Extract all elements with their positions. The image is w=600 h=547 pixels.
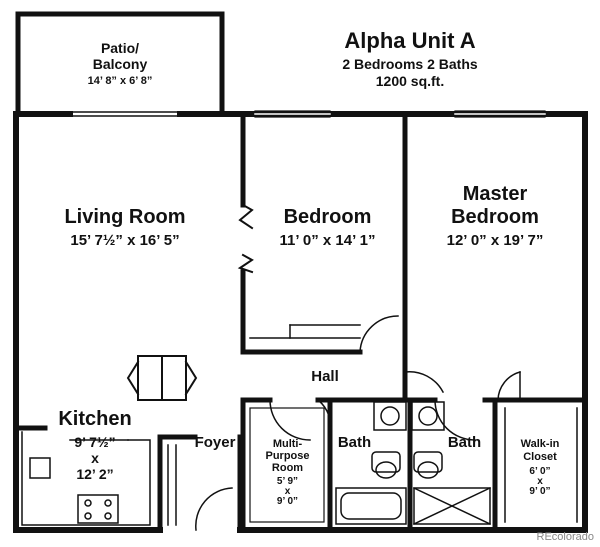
patio-walls	[15, 11, 225, 117]
walk-in-closet-label-1: Walk-in	[520, 438, 560, 450]
living-column	[126, 355, 198, 401]
multipurpose-label-2: Purpose	[265, 450, 310, 462]
walk-in-closet-label-2: Closet	[523, 451, 557, 463]
patio-sliding-door	[69, 111, 181, 117]
foyer-door-swing	[195, 487, 233, 531]
bedroom-label: Bedroom	[283, 206, 372, 228]
multipurpose-label-1: Multi-	[272, 438, 303, 450]
kitchen-label: Kitchen	[58, 408, 132, 430]
walk-in-closet-dims-2: x	[537, 476, 543, 487]
master-door-swing	[404, 371, 445, 394]
bath-door-swing-1	[316, 398, 332, 436]
plan-title: Alpha Unit A	[344, 28, 476, 53]
closet-shelf	[504, 407, 578, 523]
plan-subtitle: 2 Bedrooms 2 Baths	[342, 56, 478, 72]
bath-label-1: Bath	[337, 434, 372, 451]
bath-label-2: Bath	[447, 434, 482, 451]
master-bedroom-label-1: Master	[462, 183, 528, 205]
master-bedroom-label-2: Bedroom	[451, 206, 539, 228]
watermark: REcolorado	[536, 531, 594, 543]
multipurpose-label-3: Room	[271, 462, 304, 474]
plan-area: 1200 sq.ft.	[375, 73, 445, 89]
closet-door-swing	[497, 371, 521, 401]
living-room-label: Living Room	[64, 206, 186, 228]
bedroom-door-swing	[359, 315, 399, 353]
multipurpose-door-swing	[269, 399, 311, 441]
patio-label-2: Balcony	[92, 56, 148, 72]
multipurpose-dims-2: x	[284, 486, 291, 497]
outer-walls	[13, 111, 588, 533]
bedroom-walls	[240, 111, 408, 375]
kitchen-counters	[21, 431, 151, 526]
bedroom-closet	[249, 324, 361, 339]
walk-in-closet-dims-3: 9’ 0”	[529, 486, 551, 497]
bedroom-dims: 11’ 0” x 14’ 1”	[279, 232, 376, 249]
multipurpose-dims-3: 9’ 0”	[276, 496, 299, 507]
hall-label: Hall	[311, 368, 339, 385]
bath-door-swing-2	[434, 399, 476, 441]
master-bedroom-dims: 12’ 0” x 19’ 7”	[446, 232, 544, 249]
bedroom-door-zigzag	[237, 203, 254, 274]
kitchen-dims-2: x	[91, 450, 99, 466]
kitchen-dims-3: 12’ 2”	[76, 466, 114, 482]
kitchen-dims-1: 9’ 7½”	[74, 434, 116, 450]
living-room-dims: 15’ 7½” x 16’ 5”	[70, 232, 180, 249]
walk-in-closet-dims-1: 6’ 0”	[529, 466, 551, 477]
foyer-label: Foyer	[194, 434, 236, 451]
bath-fixtures	[335, 401, 491, 525]
multipurpose-dims-1: 5’ 9”	[276, 476, 299, 487]
patio-dims: 14’ 8” x 6’ 8”	[87, 75, 153, 87]
kitchen-walls	[13, 425, 243, 533]
foyer-closet	[167, 444, 177, 526]
patio-label-1: Patio/	[100, 40, 140, 56]
